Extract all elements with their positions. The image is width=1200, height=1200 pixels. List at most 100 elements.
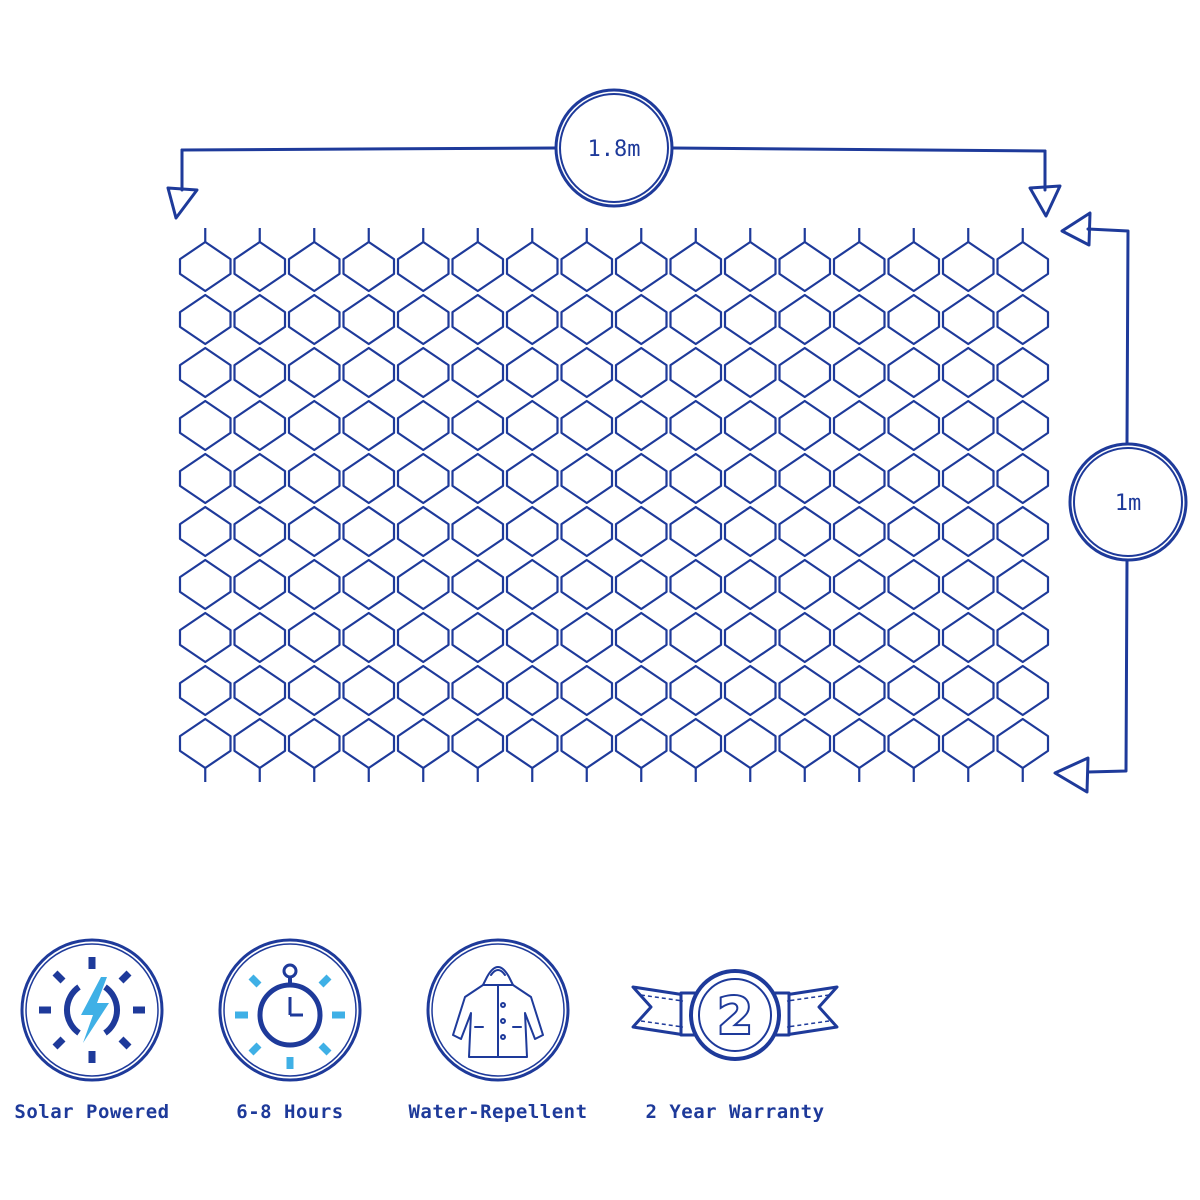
mesh-cell	[832, 664, 886, 717]
mesh-cell	[614, 346, 668, 399]
mesh-cell	[342, 293, 396, 346]
mesh-cell	[723, 452, 777, 505]
mesh-cell	[178, 505, 232, 558]
solar-sun-icon	[20, 938, 164, 1082]
mesh-cell	[941, 664, 995, 717]
mesh-cell	[451, 293, 505, 346]
mesh-cell	[832, 399, 886, 452]
mesh-cell	[996, 558, 1050, 611]
feature-warranty: 2 2 Year Warranty	[620, 935, 850, 1123]
mesh-cell	[233, 505, 287, 558]
mesh-cell	[178, 240, 232, 293]
width-label: 1.8m	[588, 137, 641, 162]
mesh-cell	[233, 293, 287, 346]
mesh-cell	[723, 611, 777, 664]
mesh-cell	[996, 611, 1050, 664]
mesh-cell	[669, 611, 723, 664]
mesh-cell	[887, 399, 941, 452]
mesh-cell	[451, 664, 505, 717]
mesh-cell	[669, 346, 723, 399]
mesh-cell	[396, 558, 450, 611]
mesh-cell	[887, 293, 941, 346]
mesh-cell	[396, 399, 450, 452]
mesh-cell	[287, 293, 341, 346]
warranty-badge-number: 2	[718, 987, 753, 1045]
mesh-cell	[669, 717, 723, 770]
mesh-cell	[832, 293, 886, 346]
mesh-cell	[287, 558, 341, 611]
width-right-arrowhead	[1028, 184, 1062, 218]
mesh-cell	[887, 346, 941, 399]
mesh-cell	[832, 717, 886, 770]
height-bottom-arrowhead	[1053, 756, 1090, 794]
mesh-cell	[723, 717, 777, 770]
mesh-cell	[669, 664, 723, 717]
mesh-cell	[723, 240, 777, 293]
mesh-cell	[941, 240, 995, 293]
mesh-cell	[396, 346, 450, 399]
mesh-cell	[996, 505, 1050, 558]
mesh-cell	[832, 558, 886, 611]
mesh-cell	[505, 293, 559, 346]
mesh-cell	[342, 399, 396, 452]
mesh-cell	[723, 558, 777, 611]
mesh-cell	[287, 452, 341, 505]
mesh-cell	[233, 346, 287, 399]
mesh-cell	[941, 717, 995, 770]
width-dimension	[166, 88, 1062, 220]
mesh-cell	[451, 346, 505, 399]
feature-label: 6-8 Hours	[236, 1101, 344, 1123]
mesh-cell	[941, 346, 995, 399]
mesh-cell	[832, 452, 886, 505]
mesh-cell	[614, 293, 668, 346]
height-label: 1m	[1115, 491, 1142, 516]
mesh-cell	[996, 240, 1050, 293]
mesh-cell	[505, 558, 559, 611]
mesh-cell	[178, 293, 232, 346]
mesh-cell	[233, 558, 287, 611]
mesh-cell	[505, 664, 559, 717]
mesh-cell	[233, 717, 287, 770]
mesh-cell	[560, 611, 614, 664]
mesh-cell	[396, 452, 450, 505]
mesh-cell	[505, 611, 559, 664]
mesh-cell	[178, 717, 232, 770]
feature-hours: 6-8 Hours	[200, 935, 380, 1123]
mesh-cell	[778, 346, 832, 399]
height-label-circle	[1068, 442, 1188, 562]
mesh-cell	[342, 558, 396, 611]
mesh-cell	[560, 717, 614, 770]
feature-label: Water-Repellent	[408, 1101, 588, 1123]
mesh-cell	[451, 452, 505, 505]
mesh-cell	[669, 558, 723, 611]
height-top-arrowhead	[1060, 211, 1092, 247]
mesh-cell	[233, 452, 287, 505]
mesh-cell	[723, 664, 777, 717]
mesh-cell	[451, 505, 505, 558]
mesh-cell	[996, 664, 1050, 717]
mesh-cell	[560, 558, 614, 611]
mesh-cell	[342, 717, 396, 770]
mesh-cell	[996, 399, 1050, 452]
mesh-cell	[614, 399, 668, 452]
mesh-cell	[233, 399, 287, 452]
mesh-cell	[342, 452, 396, 505]
mesh-cell	[941, 558, 995, 611]
mesh-cell	[178, 558, 232, 611]
mesh-cell	[505, 717, 559, 770]
mesh-cell	[941, 611, 995, 664]
mesh-cell	[669, 399, 723, 452]
mesh-cell	[941, 399, 995, 452]
mesh-cell	[560, 293, 614, 346]
mesh-cell	[614, 240, 668, 293]
mesh-cell	[832, 611, 886, 664]
mesh-cell	[887, 505, 941, 558]
mesh-cell	[560, 240, 614, 293]
width-label-circle	[554, 88, 674, 208]
mesh-cell	[396, 505, 450, 558]
mesh-cell	[669, 452, 723, 505]
mesh-cell	[560, 452, 614, 505]
mesh-cell	[178, 346, 232, 399]
mesh-cell	[614, 717, 668, 770]
mesh-cell	[287, 717, 341, 770]
